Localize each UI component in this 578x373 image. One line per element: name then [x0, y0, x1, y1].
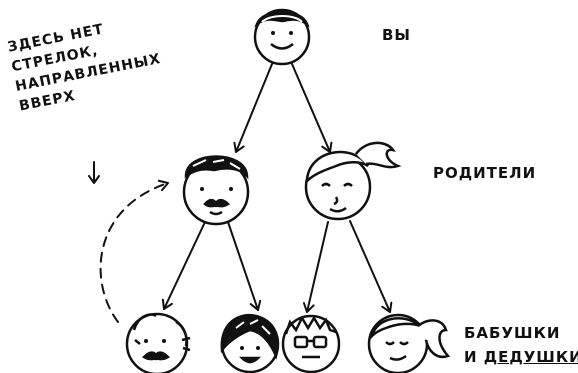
edge-you-father	[233, 63, 273, 153]
label-grandparents-line2: И ДЕДУШКИ	[464, 348, 578, 366]
face-father	[182, 155, 250, 226]
face-mother	[304, 141, 402, 221]
edge-father-grandmother	[227, 221, 262, 311]
edge-mother-grandmother	[349, 220, 393, 313]
face-grandfather-paternal	[125, 312, 191, 373]
face-grandfather-maternal	[281, 314, 341, 373]
edge-mother-grandfather	[302, 221, 329, 313]
label-grandparents-underlined: ДЕДУШКИ	[483, 348, 578, 366]
face-grandmother-paternal	[220, 313, 280, 373]
label-parents: РОДИТЕЛИ	[433, 164, 537, 182]
down-arrow-icon	[88, 161, 100, 184]
face-you	[253, 8, 311, 66]
label-grandparents-line1: БАБУШКИ	[464, 324, 561, 342]
face-grandmother-maternal	[367, 313, 451, 373]
edge-father-grandfather	[161, 221, 206, 310]
label-you: ВЫ	[382, 26, 411, 44]
label-grandparents-prefix: И	[464, 348, 484, 366]
dashed-edge-grandfather-to-father	[99, 179, 169, 323]
edge-you-mother	[291, 63, 333, 153]
